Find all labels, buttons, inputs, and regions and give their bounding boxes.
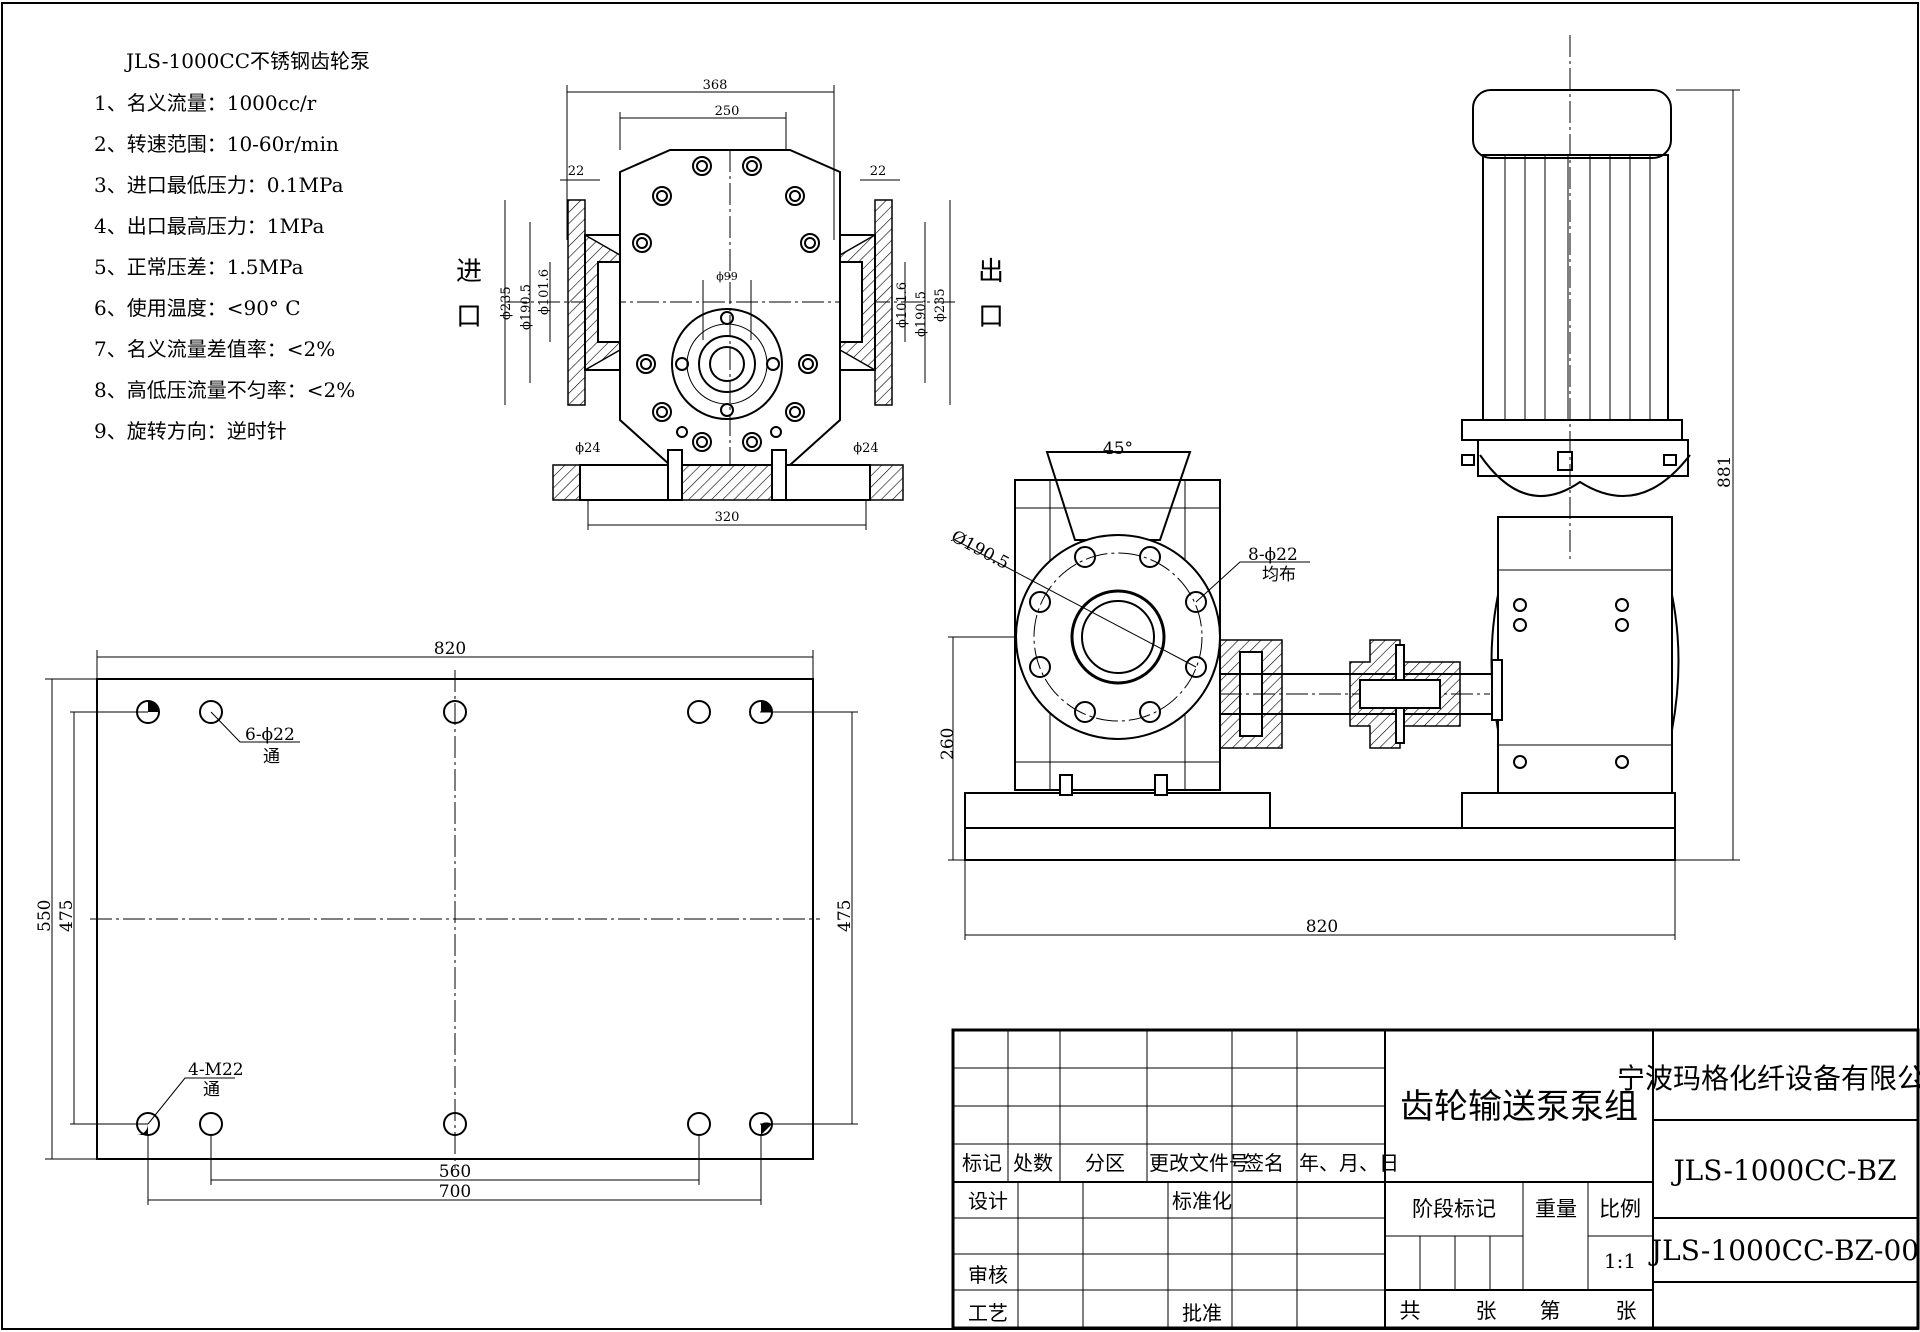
title-block: 标记 处数 分区 更改文件号 签名 年、月、日 设计 标准化 审核 工艺 批准 … — [951, 1028, 1920, 1330]
col-date: 年、月、日 — [1299, 1151, 1399, 1175]
dim-d190-right: ϕ190.5 — [914, 291, 929, 337]
dim-hole-left: ϕ24 — [575, 441, 600, 456]
thread-note: 4-M22 — [188, 1060, 244, 1080]
bolt-circle-dim: Ø190.5 — [948, 527, 1013, 574]
dim-820-base: 820 — [434, 639, 466, 659]
spec-item: 6、使用温度：<90° C — [94, 296, 301, 320]
spec-item: 1、名义流量：1000cc/r — [94, 91, 317, 115]
dim-hole-right: ϕ24 — [853, 441, 878, 456]
dim-550: 550 — [35, 900, 55, 932]
angle-45: 45° — [1103, 439, 1133, 459]
bolt-note: 8-ϕ22 — [1248, 545, 1298, 565]
thread-note-2: 通 — [203, 1080, 220, 1100]
holes-note: 6-ϕ22 — [245, 725, 295, 745]
dim-d235-left: ϕ235 — [499, 286, 514, 320]
base-plan-view: 820 550 475 475 6-ϕ22 通 4-M22 — [35, 639, 858, 1205]
dim-700: 700 — [439, 1182, 471, 1202]
label-standardize: 标准化 — [1172, 1189, 1232, 1213]
label-sheets: 张 — [1476, 1299, 1497, 1323]
inlet-label-1: 进 — [456, 257, 482, 287]
spec-item: 7、名义流量差值率：<2% — [94, 337, 335, 361]
spec-list: JLS-1000CC不锈钢齿轮泵 1、名义流量：1000cc/r 2、转速范围：… — [94, 49, 370, 443]
model-number: JLS-1000CC-BZ — [1670, 1154, 1896, 1187]
dim-250: 250 — [715, 104, 740, 119]
dim-shaft: ϕ99 — [716, 270, 738, 283]
spec-item: 3、进口最低压力：0.1MPa — [94, 173, 344, 197]
col-mark: 标记 — [962, 1151, 1002, 1175]
col-change-doc: 更改文件号 — [1149, 1151, 1249, 1175]
col-count: 处数 — [1013, 1151, 1053, 1175]
holes-note-2: 通 — [263, 747, 280, 767]
label-approve: 批准 — [1182, 1301, 1222, 1325]
dim-560: 560 — [439, 1162, 471, 1182]
dim-d101-right: ϕ101.6 — [895, 282, 910, 328]
assembly-view: 45° Ø190.5 8-ϕ22 均布 260 — [938, 35, 1740, 940]
label-scale: 比例 — [1599, 1197, 1641, 1221]
company-name: 宁波玛格化纤设备有限公司 — [1617, 1062, 1920, 1095]
dim-d190-left: ϕ190.5 — [519, 284, 534, 330]
scale-value: 1:1 — [1604, 1249, 1636, 1273]
spec-item: 4、出口最高压力：1MPa — [94, 214, 324, 238]
label-sheet-2: 张 — [1616, 1299, 1637, 1323]
drawing-name: 齿轮输送泵泵组 — [1400, 1087, 1638, 1127]
spec-title: JLS-1000CC不锈钢齿轮泵 — [124, 49, 370, 73]
spec-item: 5、正常压差：1.5MPa — [94, 255, 304, 279]
dim-475-left: 475 — [57, 900, 77, 932]
dim-881: 881 — [1715, 456, 1735, 488]
label-process: 工艺 — [968, 1301, 1008, 1325]
col-zone: 分区 — [1085, 1151, 1125, 1175]
spec-item: 8、高低压流量不匀率：<2% — [94, 378, 355, 402]
label-page: 第 — [1540, 1299, 1561, 1323]
dim-22-left: 22 — [568, 164, 585, 179]
dim-22-right: 22 — [870, 164, 887, 179]
spec-item: 2、转速范围：10-60r/min — [94, 132, 339, 156]
dim-475-right: 475 — [835, 900, 855, 932]
pump-front-view: 368 250 22 22 ϕ235 ϕ190.5 ϕ101.6 ϕ101. — [456, 78, 1004, 530]
drawing-number: JLS-1000CC-BZ-00 — [1648, 1234, 1919, 1267]
spec-item: 9、旋转方向：逆时针 — [94, 419, 287, 443]
label-stage-mark: 阶段标记 — [1412, 1197, 1496, 1221]
label-design: 设计 — [968, 1189, 1008, 1213]
outlet-label-2: 口 — [978, 302, 1004, 332]
dim-d235-right: ϕ235 — [933, 288, 948, 322]
dim-320: 320 — [715, 510, 740, 525]
outlet-label-1: 出 — [978, 257, 1004, 287]
label-review: 审核 — [968, 1263, 1008, 1287]
label-weight: 重量 — [1535, 1197, 1577, 1221]
bolt-note-2: 均布 — [1262, 565, 1296, 585]
dim-368: 368 — [703, 78, 728, 93]
col-sign: 签名 — [1244, 1151, 1284, 1175]
label-total: 共 — [1400, 1299, 1421, 1323]
dim-260: 260 — [938, 728, 958, 760]
inlet-label-2: 口 — [456, 302, 482, 332]
dim-820-assembly: 820 — [1306, 917, 1338, 937]
dim-d101-left: ϕ101.6 — [537, 269, 552, 315]
